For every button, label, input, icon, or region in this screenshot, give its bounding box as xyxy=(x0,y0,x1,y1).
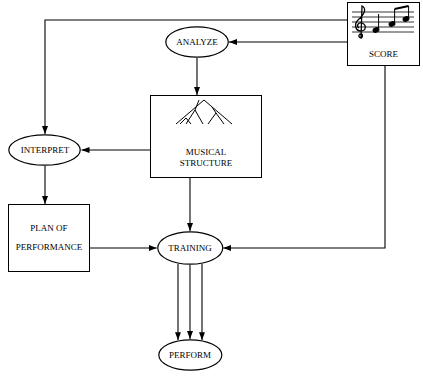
flow-arrow xyxy=(201,264,202,340)
flow-arrow xyxy=(229,41,347,42)
data-box: PLAN OF PERFORMANCE xyxy=(8,204,90,272)
flow-arrow xyxy=(45,20,347,134)
tree-symbol xyxy=(176,100,232,124)
node-label: PLAN OF PERFORMANCE xyxy=(16,219,83,257)
flow-arrow xyxy=(90,247,157,248)
treble-clef xyxy=(356,6,366,38)
node-label: MUSICAL STRUCTURE xyxy=(180,147,233,169)
flow-arrow xyxy=(82,149,150,150)
flow-arrow xyxy=(177,264,178,340)
process-ellipse: TRAINING xyxy=(157,231,224,265)
flow-arrow xyxy=(189,178,190,231)
flow-arrow xyxy=(44,166,45,204)
process-ellipse: ANALYZE xyxy=(165,26,229,58)
data-box: MUSICAL STRUCTURE xyxy=(150,95,262,178)
node-label: INTERPRET xyxy=(21,145,70,156)
flow-arrow xyxy=(189,265,190,339)
music-notes xyxy=(372,6,409,33)
process-ellipse: PERFORM xyxy=(158,339,223,371)
data-box: SCORE xyxy=(347,2,420,66)
process-ellipse: INTERPRET xyxy=(8,134,81,166)
node-label: ANALYZE xyxy=(176,37,218,48)
node-label: TRAINING xyxy=(168,243,212,254)
flow-arrow xyxy=(196,58,197,95)
node-label: SCORE xyxy=(369,49,398,60)
node-label: PERFORM xyxy=(169,350,211,361)
flow-arrow xyxy=(223,66,385,248)
